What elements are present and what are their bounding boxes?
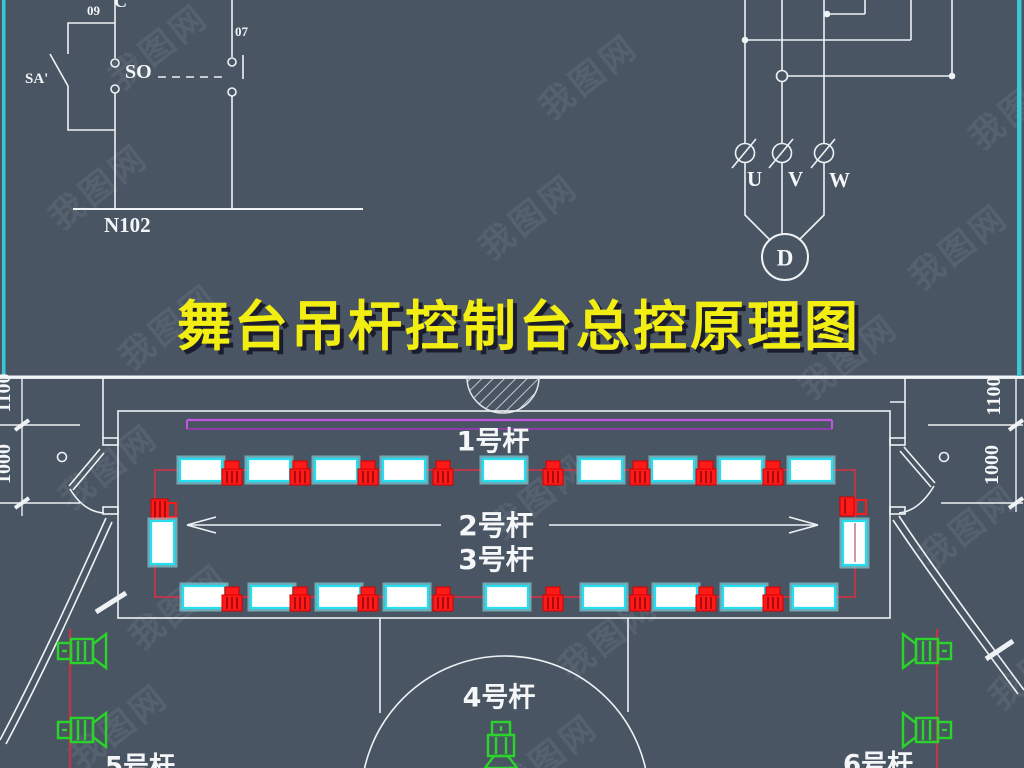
magenta-batten [186, 418, 833, 430]
green-speaker-center [483, 720, 519, 768]
red-speaker [542, 586, 564, 612]
left-door-leaf [68, 448, 105, 491]
stage-light [791, 584, 837, 610]
stage-light [178, 457, 224, 483]
stage-light-glow [786, 455, 836, 485]
stage-light [181, 584, 227, 610]
rod6-label: 6号杆 [842, 750, 914, 768]
rod4-label: 4号杆 [462, 682, 536, 714]
control-circuit-schematic [49, 0, 363, 210]
stage-light [313, 457, 359, 483]
red-speaker [762, 460, 784, 486]
right-door-arc [898, 485, 935, 514]
left-door-arc [69, 488, 105, 514]
stage-light-side [149, 519, 176, 566]
green-speaker [901, 631, 953, 671]
contact-09-label: 09 [87, 3, 100, 18]
motor-d-label: D [776, 245, 794, 271]
right-door-leaf [899, 446, 936, 488]
hatched-column [466, 376, 540, 414]
red-speaker [629, 460, 651, 486]
stage-light-glow [382, 582, 432, 612]
red-speaker-side-right [839, 496, 867, 517]
terminal-c-label: C [114, 0, 127, 11]
rod1-label: 1号杆 [456, 426, 530, 458]
stage-light [249, 584, 295, 610]
dim-right-lower: 1000 [981, 445, 1003, 485]
stage-light [481, 457, 527, 483]
left-dimension [0, 378, 80, 516]
red-speaker [432, 460, 454, 486]
red-speaker [357, 460, 379, 486]
green-speaker [56, 710, 108, 750]
red-speaker [432, 586, 454, 612]
stage-light [721, 584, 767, 610]
stage-light [316, 584, 362, 610]
red-speaker-side-left [150, 498, 177, 521]
green-speakers [56, 631, 953, 768]
motor-circuit-schematic [731, 0, 956, 281]
red-speaker [629, 586, 651, 612]
rod2-label: 2号杆 [458, 509, 534, 542]
stage-light [484, 584, 530, 610]
red-speaker [542, 460, 564, 486]
red-speaker [762, 586, 784, 612]
phase-w-label: W [829, 168, 850, 192]
stage-light-glow [576, 455, 626, 485]
rod5-label: 5号杆 [104, 752, 176, 768]
phase-u-label: U [747, 167, 763, 191]
contact-07-label: 07 [235, 24, 248, 39]
green-speaker [901, 710, 953, 750]
red-speaker [695, 586, 717, 612]
stage-light [650, 457, 696, 483]
rod3-label: 3号杆 [458, 543, 534, 576]
rod2-arrow [186, 516, 819, 534]
bus-n102-label: N102 [104, 213, 151, 237]
stage-light [718, 457, 764, 483]
red-speaker [289, 586, 311, 612]
stage-light-glow [789, 582, 839, 612]
red-speaker [289, 460, 311, 486]
stage-light [246, 457, 292, 483]
dim-right-upper: 1100 [983, 376, 1005, 416]
stage-plan [0, 376, 1024, 768]
red-speaker [221, 460, 243, 486]
stage-light [381, 457, 427, 483]
right-dimension [928, 378, 1024, 512]
stage-light [788, 457, 834, 483]
stage-light-glow [479, 455, 529, 485]
stage-light [578, 457, 624, 483]
stage-light [384, 584, 430, 610]
right-apron-curve [898, 515, 1024, 691]
stage-light-glow [482, 582, 532, 612]
dim-left-lower: 1000 [0, 444, 15, 484]
button-so-label: SO [125, 61, 152, 83]
red-speaker [357, 586, 379, 612]
red-speaker [695, 460, 717, 486]
red-speaker [221, 586, 243, 612]
stage-light-glow [379, 455, 429, 485]
stage-light [653, 584, 699, 610]
phase-v-label: V [788, 167, 804, 191]
green-speaker [56, 631, 108, 671]
switch-sa-label: SA' [25, 71, 49, 87]
dim-left-upper: 1100 [0, 373, 15, 413]
drawing-title: 舞台吊杆控制台总控原理图 [177, 295, 861, 358]
stage-circle [363, 655, 647, 768]
stage-light [581, 584, 627, 610]
stage-fixtures [147, 455, 870, 612]
stage-light-glow [579, 582, 629, 612]
left-apron-curve [0, 517, 107, 741]
